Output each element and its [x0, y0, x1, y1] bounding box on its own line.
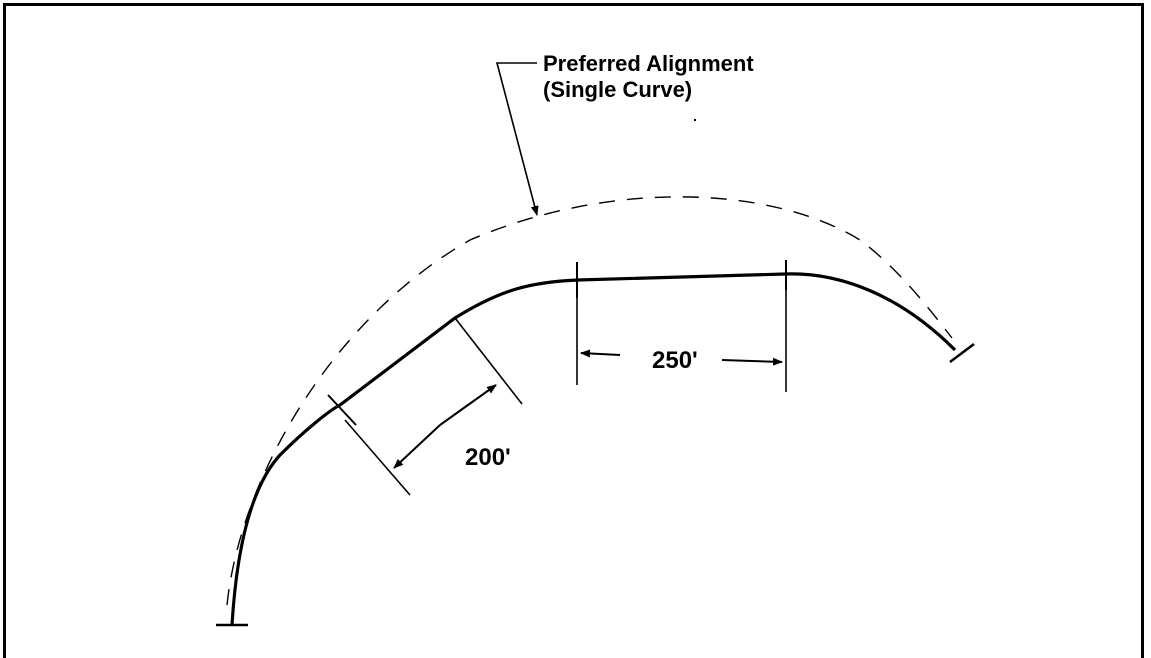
dim-200-extension-left — [344, 419, 411, 496]
callout-label-line1: Preferred Alignment — [543, 51, 754, 76]
finish-end-tick — [949, 343, 975, 363]
callout-leader — [495, 62, 539, 216]
tangent-start-tick — [327, 394, 357, 426]
preferred-alignment-curve — [226, 196, 953, 606]
dim-200-label: 200' — [465, 444, 511, 471]
dim-250-arrow-right — [721, 357, 783, 366]
callout-label-line2: (Single Curve) — [543, 77, 692, 102]
actual-alignment-curve — [230, 272, 957, 626]
dim-200-arrow-down — [393, 424, 441, 469]
dim-200-extension-right — [454, 317, 523, 405]
dim-250-arrow-left — [580, 349, 621, 358]
dim-200-arrow-up — [439, 384, 497, 426]
dim-250-label: 250' — [652, 347, 698, 374]
diagram-border — [3, 3, 1144, 658]
stray-mark — [694, 119, 696, 121]
